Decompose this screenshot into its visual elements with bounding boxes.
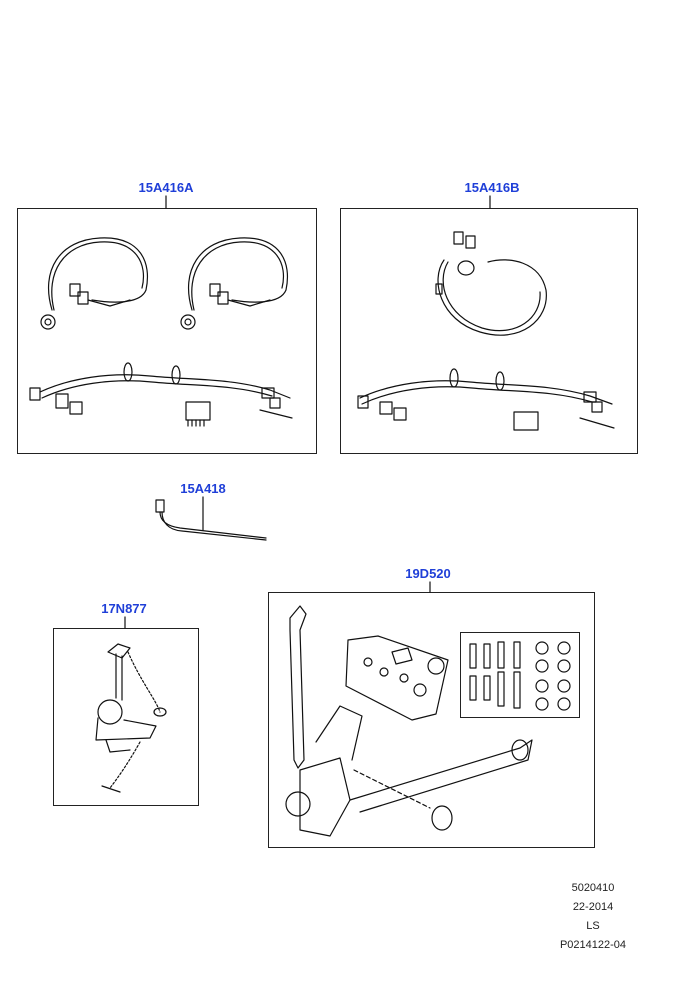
fastener-set <box>469 641 571 711</box>
single-wire-cable <box>155 499 267 541</box>
drawing-reference: 5020410 22-2014 LS P0214122-04 <box>548 879 638 955</box>
loop-harness-b <box>435 231 547 336</box>
reference-model: LS <box>586 920 600 932</box>
loop-harness-right <box>180 237 288 330</box>
nuts <box>535 641 571 711</box>
callout-15A416B[interactable]: 15A416B <box>464 180 520 195</box>
callout-19D520[interactable]: 19D520 <box>405 566 451 581</box>
reference-date: 22-2014 <box>572 901 614 913</box>
reference-illustration-id: P0214122-04 <box>559 939 627 951</box>
callout-15A418[interactable]: 15A418 <box>180 481 226 496</box>
box-towball <box>53 628 199 806</box>
box-fasteners <box>460 632 580 718</box>
callout-15A416A[interactable]: 15A416A <box>138 180 194 195</box>
main-harness-b <box>357 368 615 431</box>
callout-17N877[interactable]: 17N877 <box>101 601 147 616</box>
loop-harness-left <box>40 237 148 330</box>
reference-number: 5020410 <box>571 882 615 894</box>
box-harness-b <box>340 208 638 454</box>
main-harness-a <box>29 362 293 427</box>
bolts <box>469 641 521 709</box>
tow-bar-assembly <box>285 605 533 837</box>
box-harness-a <box>17 208 317 454</box>
towball-assembly <box>95 643 167 793</box>
box-tow-bar <box>268 592 595 848</box>
